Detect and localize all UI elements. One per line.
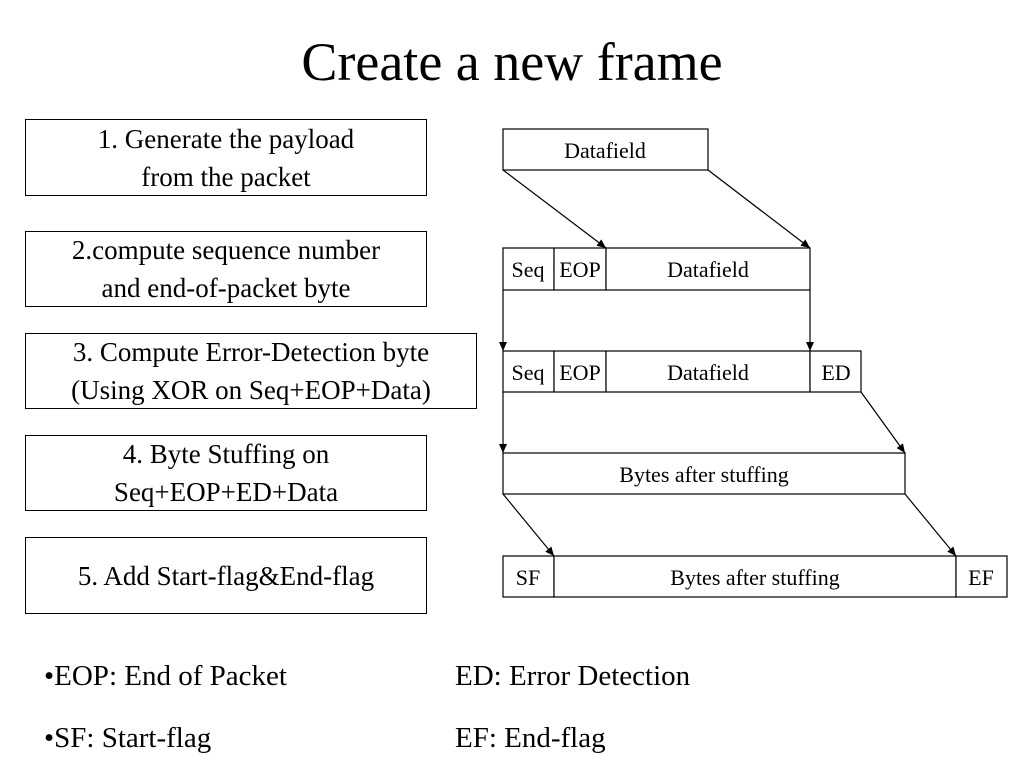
arrow-row3-right [860, 391, 906, 454]
arrow-row4-left [502, 493, 555, 557]
legend-sf: •SF: Start-flag [44, 722, 212, 754]
step-1-line-2: from the packet [141, 161, 311, 192]
row5-sf-label: SF [516, 565, 540, 590]
row2-datafield-label: Datafield [667, 257, 749, 282]
step-2-line-2: and end-of-packet byte [101, 273, 351, 303]
row3-datafield-cell [605, 350, 811, 393]
row3-ed-label: ED [821, 360, 850, 385]
step-1-box: 1. Generate the payload from the packet [25, 119, 427, 196]
frame-row-4: Bytes after stuffing [502, 452, 906, 495]
arrow-row1-right [707, 169, 811, 249]
frame-row-2: Seq EOP Datafield [502, 247, 811, 291]
row5-ef-cell [955, 555, 1008, 598]
step-2-line-1: 2.compute sequence number [71, 235, 381, 265]
row5-ef-label: EF [968, 565, 994, 590]
row2-seq-label: Seq [512, 257, 545, 282]
step-5-line-1: 5. Add Start-flag&End-flag [77, 560, 375, 591]
step-4-line-1: 4. Byte Stuffing on [122, 439, 330, 469]
step-3-line-2: (Using XOR on Seq+EOP+Data) [71, 375, 431, 405]
legend-ef: EF: End-flag [455, 722, 606, 754]
row2-datafield-cell [605, 247, 811, 291]
row2-eop-cell [553, 247, 607, 291]
row2-eop-label: EOP [559, 257, 601, 282]
row5-stuffed-cell [553, 555, 957, 598]
frame-row-5: SF Bytes after stuffing EF [502, 555, 1008, 598]
frame-row-1: Datafield [502, 128, 709, 171]
step-1-line-1: 1. Generate the payload [97, 123, 355, 154]
legend-ed: ED: Error Detection [455, 660, 691, 692]
row3-datafield-label: Datafield [667, 360, 749, 385]
step-3-line-1: 3. Compute Error-Detection byte [72, 337, 430, 367]
row4-stuffed-cell [502, 452, 906, 495]
row5-stuffed-label: Bytes after stuffing [670, 565, 839, 590]
frame-row-3: Seq EOP Datafield ED [502, 350, 862, 393]
row1-datafield-cell [502, 128, 709, 171]
row1-datafield-label: Datafield [564, 138, 646, 163]
row3-ed-cell [809, 350, 862, 393]
row2-seq-cell [502, 247, 555, 291]
page-title: Create a new frame [301, 32, 723, 92]
legend-eop: •EOP: End of Packet [44, 660, 287, 692]
row3-seq-label: Seq [512, 360, 545, 385]
step-2-box: 2.compute sequence number and end-of-pac… [25, 231, 427, 307]
step-4-box: 4. Byte Stuffing on Seq+EOP+ED+Data [25, 435, 427, 511]
arrow-row1-left [502, 169, 607, 249]
row5-sf-cell [502, 555, 555, 598]
row3-eop-label: EOP [559, 360, 601, 385]
row4-stuffed-label: Bytes after stuffing [619, 462, 788, 487]
step-5-box: 5. Add Start-flag&End-flag [25, 537, 427, 614]
arrow-row4-right [904, 493, 957, 557]
step-4-line-2: Seq+EOP+ED+Data [113, 477, 339, 507]
step-3-box: 3. Compute Error-Detection byte (Using X… [25, 333, 477, 409]
